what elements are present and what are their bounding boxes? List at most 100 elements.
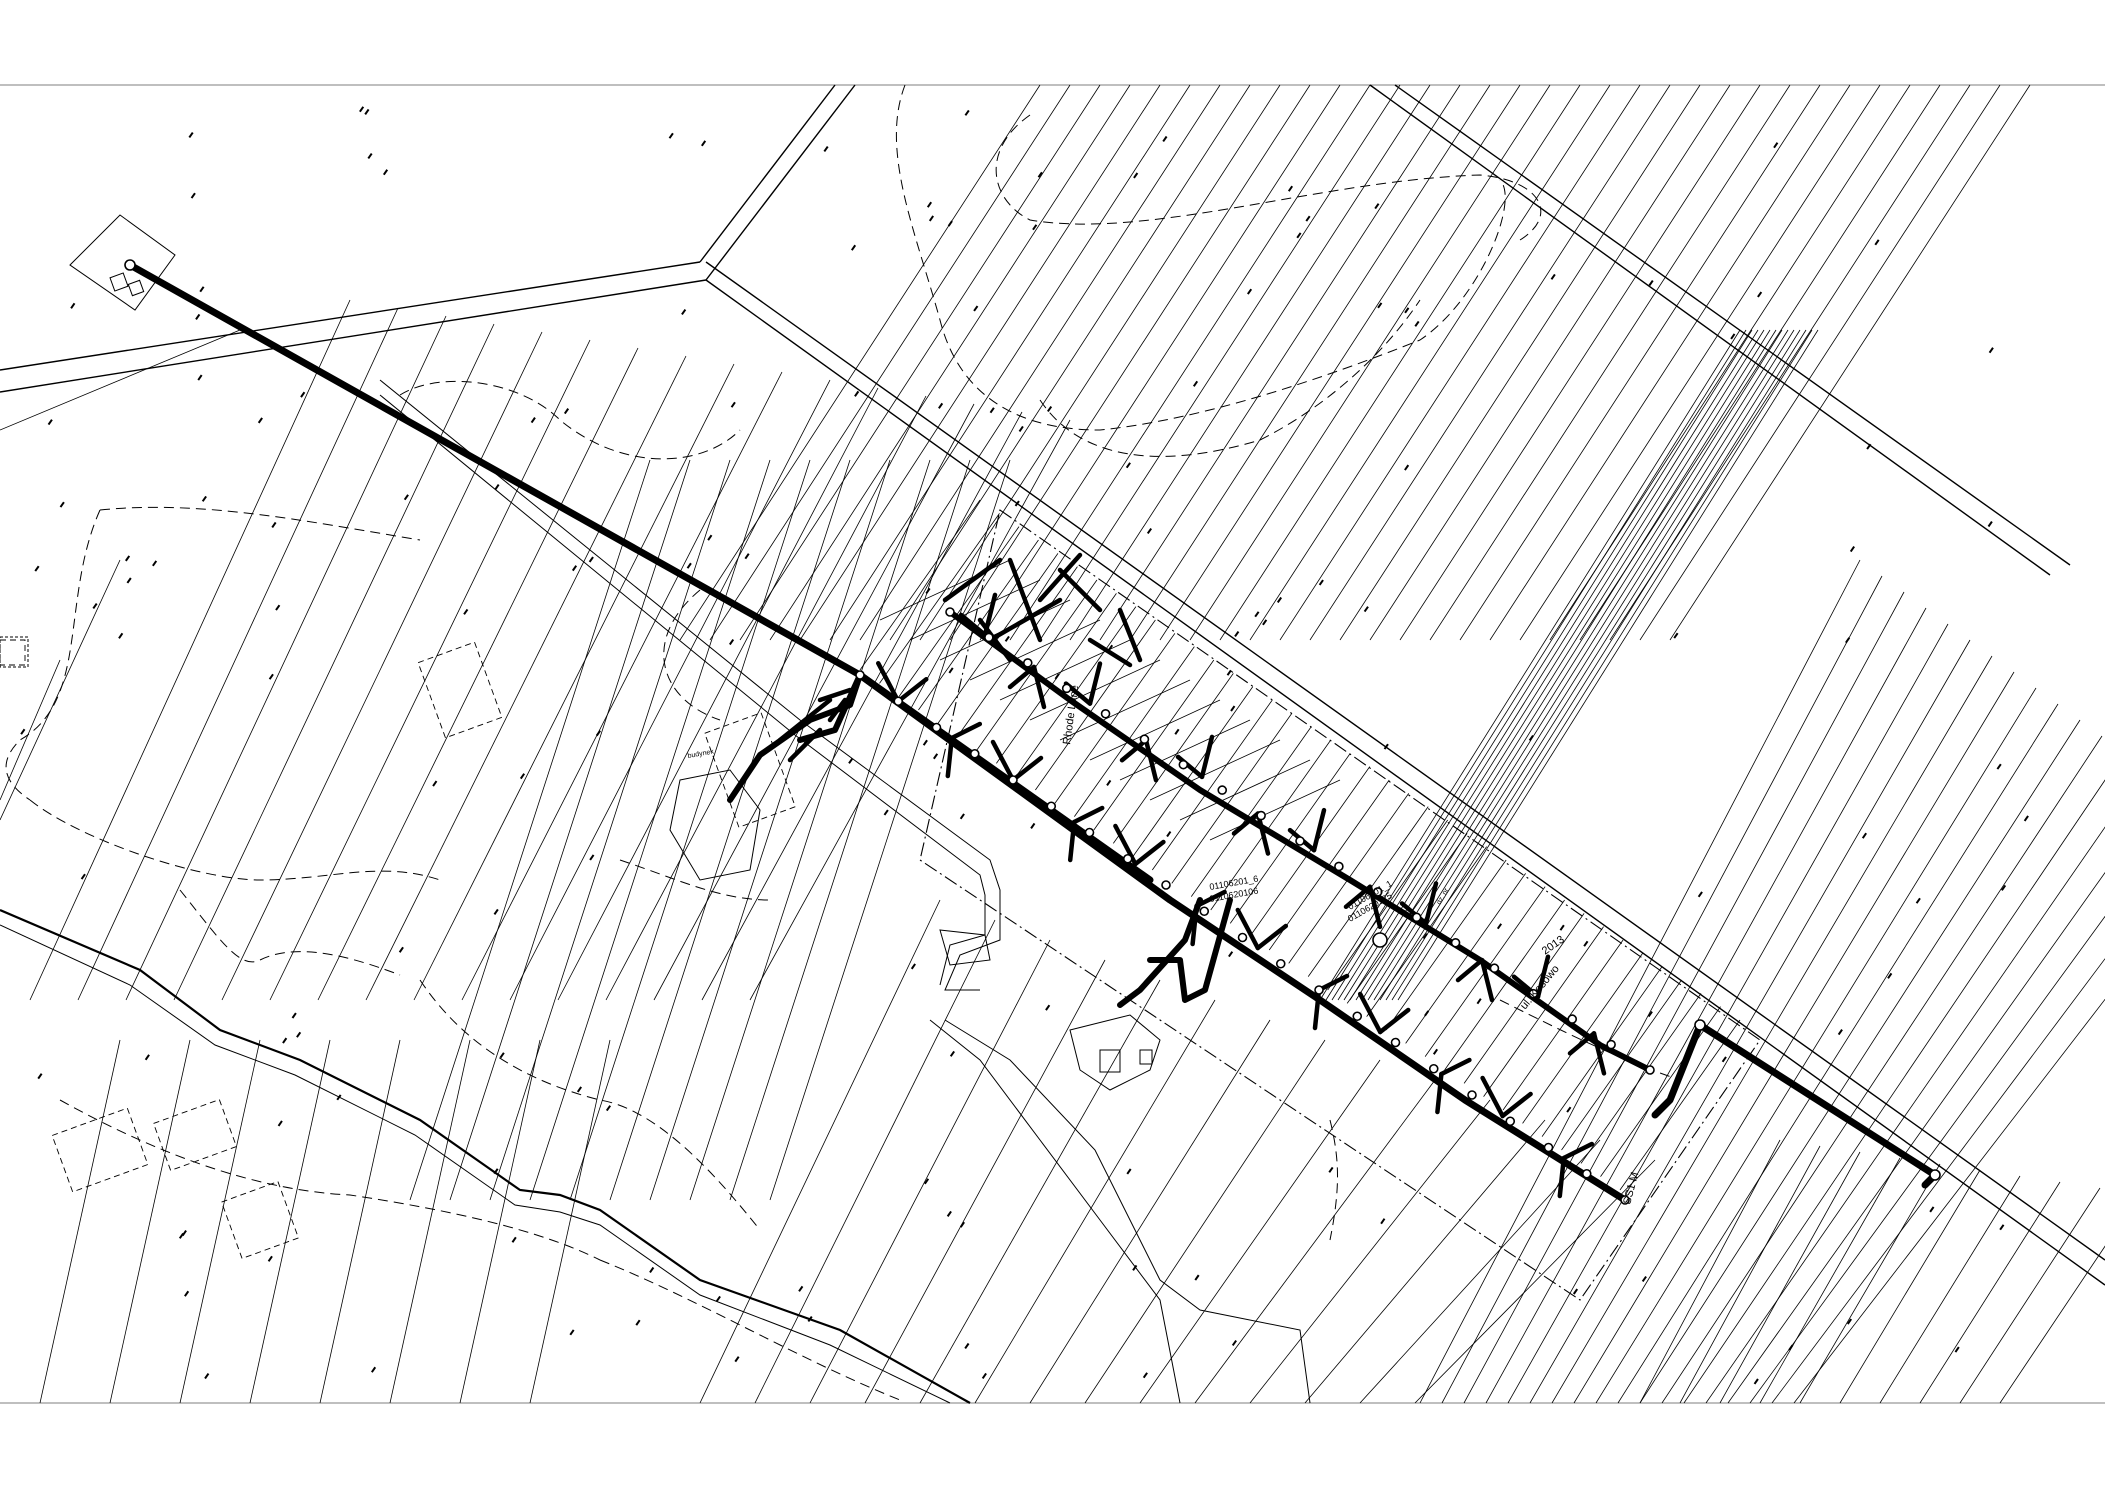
secondary-pipeline bbox=[727, 609, 1653, 1073]
parcel-number-mark bbox=[2001, 884, 2007, 891]
parcel-number-mark bbox=[291, 1012, 297, 1019]
plot-boundary-line bbox=[1561, 979, 1682, 1151]
parcel-strips-west bbox=[0, 299, 1071, 1201]
parcel-number-mark bbox=[1424, 1010, 1430, 1017]
service-connection bbox=[990, 739, 1016, 783]
service-connection bbox=[1311, 807, 1327, 853]
service-connection bbox=[1367, 884, 1383, 930]
parcel-boundary-line bbox=[1669, 84, 2031, 641]
parcel-boundary-line bbox=[1414, 1159, 1656, 1404]
building-south bbox=[1069, 1014, 1161, 1091]
parcel-boundary-line bbox=[1617, 703, 2059, 1404]
parcel-boundary-line bbox=[1727, 871, 2105, 1404]
service-road bbox=[379, 379, 1311, 1404]
parcel-number-mark bbox=[1305, 215, 1311, 222]
parcel-boundary-line bbox=[919, 84, 1281, 641]
parcel-boundary-line bbox=[1463, 591, 1905, 1404]
service-connection bbox=[1235, 907, 1261, 951]
parcel-number-mark bbox=[1721, 1056, 1727, 1063]
parcel-number-mark bbox=[1996, 763, 2002, 770]
parcel-boundary-line bbox=[1373, 329, 1795, 1001]
plot-boundary-line bbox=[1522, 953, 1643, 1124]
parcel-number-mark bbox=[1915, 897, 1921, 904]
parcel-boundary-line bbox=[1099, 84, 1461, 641]
parcel-boundary-line bbox=[649, 459, 891, 1201]
manhole-symbol bbox=[1411, 912, 1422, 923]
parcel-number-mark bbox=[1230, 705, 1236, 712]
parcel-boundary-line bbox=[1304, 1119, 1546, 1404]
parcel-boundary-line bbox=[754, 919, 996, 1404]
manhole-symbol bbox=[1199, 906, 1210, 917]
parcel-number-mark bbox=[1954, 1346, 1960, 1353]
parcel-boundary-line bbox=[1397, 329, 1819, 1001]
parcel-number-mark bbox=[80, 873, 86, 880]
parcel-number-mark bbox=[1999, 1224, 2005, 1231]
manhole-symbol bbox=[1467, 1090, 1477, 1100]
parcel-number-mark bbox=[188, 131, 194, 139]
service-connection bbox=[1031, 664, 1047, 710]
parcel-number-mark bbox=[807, 1315, 813, 1323]
parcel-number-mark bbox=[1788, 1344, 1794, 1351]
parcel-boundary-line bbox=[1399, 84, 1761, 641]
parcel-boundary-line bbox=[179, 1039, 261, 1404]
parcel-boundary-line bbox=[461, 371, 783, 1001]
manhole-symbol bbox=[124, 259, 136, 271]
parcel-number-mark bbox=[47, 419, 53, 426]
parcel-boundary-line bbox=[1799, 1163, 1941, 1404]
parcel-number-mark bbox=[432, 780, 438, 787]
parcel-number-mark bbox=[1166, 831, 1172, 838]
dashed-property-outlines bbox=[0, 639, 796, 1260]
parcel-boundary-line bbox=[1551, 655, 1993, 1404]
parcel-boundary-line bbox=[557, 387, 879, 1001]
parcel-number-mark bbox=[1228, 951, 1234, 958]
parcel-number-mark bbox=[370, 1366, 377, 1373]
plot-boundary-line bbox=[1483, 926, 1604, 1097]
parcel-boundary-line bbox=[689, 459, 931, 1201]
parcel-boundary-line bbox=[864, 959, 1106, 1404]
service-connection bbox=[1591, 1031, 1607, 1076]
main-pipeline bbox=[126, 261, 1939, 1204]
plot-boundary-line bbox=[1619, 1019, 1741, 1191]
parcel-boundary-line bbox=[709, 84, 1071, 641]
plot-boundary-line bbox=[1600, 1006, 1721, 1177]
parcel-number-mark bbox=[271, 521, 277, 528]
parcel-number-mark bbox=[403, 494, 409, 501]
service-connection bbox=[1480, 1075, 1505, 1119]
service-connection bbox=[1567, 1031, 1597, 1056]
service-connection bbox=[1133, 839, 1166, 867]
parcel-boundary-line bbox=[1839, 1169, 1981, 1404]
parcel-number-mark bbox=[499, 1052, 505, 1059]
manhole-symbol bbox=[1256, 810, 1266, 821]
parcel-number-mark bbox=[1673, 632, 1679, 639]
parcel-number-mark bbox=[1126, 1168, 1132, 1175]
parcel-number-mark bbox=[184, 1290, 190, 1297]
parcel-number-mark bbox=[1054, 673, 1060, 680]
parcel-number-mark bbox=[1550, 273, 1556, 280]
plot-boundary-line bbox=[1113, 673, 1234, 844]
parcel-boundary-line bbox=[605, 395, 927, 1001]
parcel-boundary-line bbox=[459, 1039, 541, 1404]
project-boundary bbox=[919, 509, 1761, 1301]
parcel-boundary-line bbox=[413, 363, 735, 1001]
manhole-symbol bbox=[1022, 658, 1033, 668]
parcel-number-mark bbox=[364, 108, 370, 115]
parcel-number-mark bbox=[37, 1073, 43, 1080]
parcel-boundary-line bbox=[1009, 84, 1371, 641]
parcel-number-mark bbox=[1383, 743, 1389, 750]
parcel-boundary-line bbox=[1249, 1099, 1491, 1404]
service-connection bbox=[977, 617, 1013, 663]
main-road bbox=[0, 84, 2105, 1286]
parcel-boundary-line bbox=[979, 84, 1341, 641]
parcel-number-mark bbox=[1757, 291, 1763, 298]
parcel-number-mark bbox=[798, 1285, 804, 1292]
service-connection bbox=[1231, 811, 1261, 836]
service-connection bbox=[1117, 607, 1143, 663]
parcel-number-mark bbox=[730, 401, 736, 408]
parcel-boundary-line bbox=[1039, 84, 1401, 641]
parcel-number-mark bbox=[300, 391, 306, 398]
parcel-boundary-line bbox=[729, 459, 971, 1201]
parcel-number-mark bbox=[126, 577, 132, 584]
parcel-number-mark bbox=[197, 374, 203, 381]
service-connection bbox=[1199, 734, 1215, 780]
